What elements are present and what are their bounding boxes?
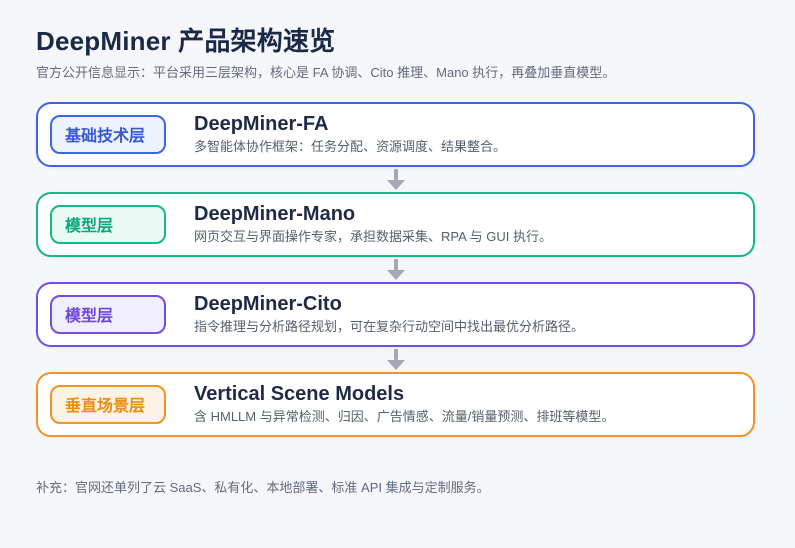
layer-title: DeepMiner-FA [194,113,329,136]
layer-card-cito: 模型层 DeepMiner-Cito 指令推理与分析路径规划，可在复杂行动空间中… [36,281,755,347]
layer-badge: 模型层 [50,204,166,244]
layer-content: DeepMiner-Cito 指令推理与分析路径规划，可在复杂行动空间中找出最优… [194,293,584,335]
architecture-overview-page: DeepMiner 产品架构速览 官方公开信息显示：平台采用三层架构，核心是 F… [0,26,795,496]
layer-card-vertical-scene: 垂直场景层 Vertical Scene Models 含 HMLLM 与异常检… [36,371,755,437]
layer-badge: 垂直场景层 [50,384,166,424]
layer-badge: 模型层 [50,294,166,334]
layer-title: DeepMiner-Mano [194,203,356,226]
connector-arrow [36,347,755,372]
layer-description: 含 HMLLM 与异常检测、归因、广告情感、流量/销量预测、排班等模型。 [194,409,615,425]
footer-note: 补充：官网还单列了云 SaaS、私有化、本地部署、标准 API 集成与定制服务。 [36,479,490,495]
layer-description: 多智能体协作框架：任务分配、资源调度、结果整合。 [194,139,507,155]
layer-card-mano: 模型层 DeepMiner-Mano 网页交互与界面操作专家，承担数据采集、RP… [36,191,755,257]
arrow-head-icon [386,179,405,190]
layer-title: DeepMiner-Cito [194,293,342,316]
layer-content: Vertical Scene Models 含 HMLLM 与异常检测、归因、广… [194,383,614,425]
page-title: DeepMiner 产品架构速览 [36,26,336,56]
connector-arrow [36,167,755,192]
page-subtitle: 官方公开信息显示：平台采用三层架构，核心是 FA 协调、Cito 推理、Mano… [36,65,616,81]
layer-card-fa: 基础技术层 DeepMiner-FA 多智能体协作框架：任务分配、资源调度、结果… [36,101,755,167]
arrow-stem [393,168,398,180]
layer-description: 网页交互与界面操作专家，承担数据采集、RPA 与 GUI 执行。 [194,229,552,245]
layer-description: 指令推理与分析路径规划，可在复杂行动空间中找出最优分析路径。 [194,319,585,335]
layer-stack: 基础技术层 DeepMiner-FA 多智能体协作框架：任务分配、资源调度、结果… [36,101,755,437]
arrow-stem [393,348,398,360]
layer-content: DeepMiner-FA 多智能体协作框架：任务分配、资源调度、结果整合。 [194,113,506,155]
layer-content: DeepMiner-Mano 网页交互与界面操作专家，承担数据采集、RPA 与 … [194,203,552,245]
arrow-stem [393,258,398,270]
arrow-head-icon [386,359,405,370]
arrow-head-icon [386,269,405,280]
layer-badge: 基础技术层 [50,114,166,154]
connector-arrow [36,257,755,282]
layer-title: Vertical Scene Models [194,383,405,406]
